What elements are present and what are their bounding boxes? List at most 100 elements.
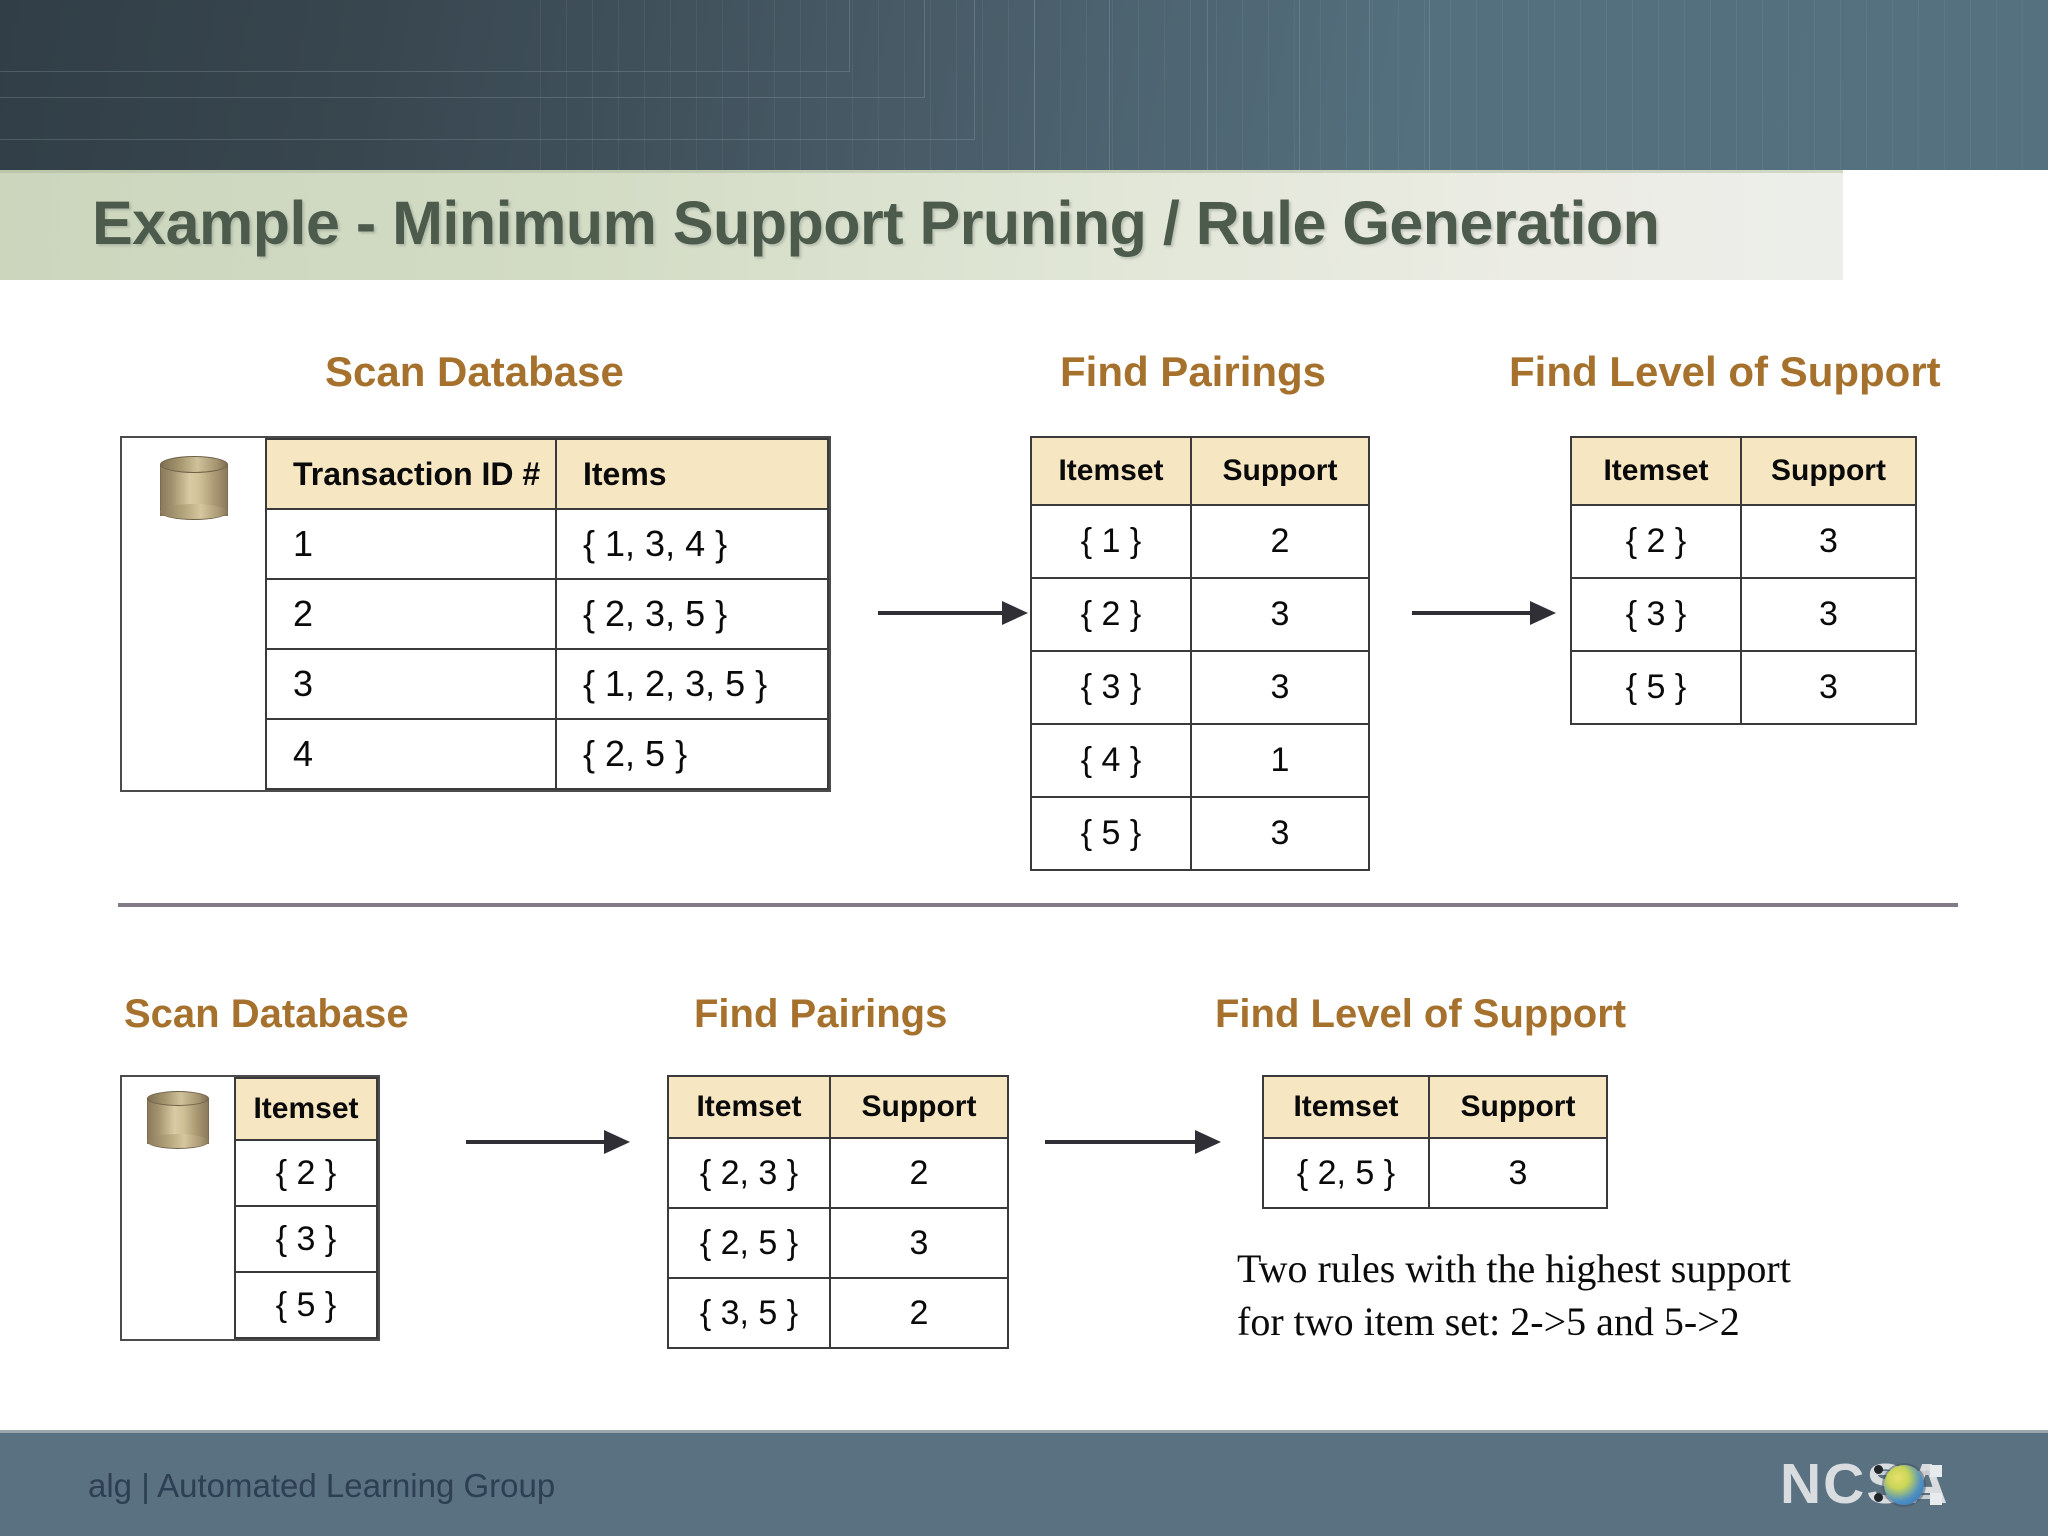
table-row: 3 { 1, 2, 3, 5 } [265,648,829,720]
table-row: { 2, 3 } 2 [667,1137,1009,1209]
cell-support: 2 [829,1277,1009,1349]
cell-itemset: { 2 } [1570,504,1742,579]
column-header-support: Support [829,1075,1009,1139]
table-row: { 2, 5 } 3 [1262,1137,1608,1209]
column-header-itemset: Itemset [1570,436,1742,506]
table-row: { 2 } [234,1139,378,1207]
cell-transaction-id: 1 [265,508,557,580]
cell-itemset: { 1 } [1030,504,1192,579]
ncsa-logo-text: NCSA [1780,1452,1950,1516]
table-row: { 1 } 2 [1030,504,1370,579]
table-row: { 2 } 3 [1570,504,1917,579]
cell-items: { 2, 3, 5 } [555,578,829,650]
cell-itemset: { 3 } [1570,577,1742,652]
table-row: { 3 } 3 [1030,650,1370,725]
cell-itemset: { 2 } [234,1139,378,1207]
table-row: { 3 } [234,1205,378,1273]
cell-support: 3 [1428,1137,1608,1209]
scan-database-frame-2: Itemset { 2 } { 3 } { 5 } [120,1075,380,1341]
database-icon-cell-1 [122,438,265,790]
cell-itemset: { 2, 5 } [1262,1137,1430,1209]
transactions-table: Transaction ID # Items 1 { 1, 3, 4 } 2 {… [265,438,829,790]
cell-support: 3 [1740,504,1917,579]
cell-itemset: { 5 } [234,1271,378,1339]
table-row: { 5 } 3 [1570,650,1917,725]
column-header-itemset: Itemset [1030,436,1192,506]
flow-arrow-4 [1045,1130,1223,1154]
itemset-table-2: Itemset { 2 } { 3 } { 5 } [234,1077,378,1339]
column-header-support: Support [1740,436,1917,506]
section-heading-find-pairings-2: Find Pairings [694,992,948,1036]
scan-database-frame-1: Transaction ID # Items 1 { 1, 3, 4 } 2 {… [120,436,831,792]
cell-itemset: { 2, 3 } [667,1137,831,1209]
footer-bar: alg | Automated Learning Group NCSA [0,1430,2048,1536]
cell-support: 1 [1190,723,1370,798]
table-header-row: Itemset Support [1262,1075,1608,1139]
scan-database-panel-1: Transaction ID # Items 1 { 1, 3, 4 } 2 {… [120,436,831,792]
table-row: { 2 } 3 [1030,577,1370,652]
table-row: { 5 } [234,1271,378,1339]
column-header-support: Support [1428,1075,1608,1139]
column-header-itemset: Itemset [667,1075,831,1139]
cell-itemset: { 4 } [1030,723,1192,798]
table-header-row: Itemset Support [1570,436,1917,506]
section-heading-find-pairings-1: Find Pairings [1060,348,1327,395]
cell-support: 3 [1740,650,1917,725]
flow-arrow-3 [466,1130,631,1154]
section-heading-find-level-of-support-2: Find Level of Support [1215,992,1627,1036]
table-header-row: Transaction ID # Items [265,438,829,510]
cell-itemset: { 2 } [1030,577,1192,652]
cell-itemset: { 5 } [1030,796,1192,871]
column-header-itemset: Itemset [1262,1075,1430,1139]
cell-items: { 2, 5 } [555,718,829,790]
flow-arrow-1 [878,601,1028,625]
section-heading-scan-database-2: Scan Database [124,992,409,1036]
table-row: { 4 } 1 [1030,723,1370,798]
cell-support: 3 [1190,577,1370,652]
top-banner-decoration [0,0,2048,170]
column-header-items: Items [555,438,829,510]
table-row: 1 { 1, 3, 4 } [265,508,829,580]
banner-nested-corners [0,0,2048,170]
column-header-support: Support [1190,436,1370,506]
table-row: { 3 } 3 [1570,577,1917,652]
banner-vertical-lines [540,0,2048,170]
cell-support: 3 [829,1207,1009,1279]
table-header-row: Itemset Support [1030,436,1370,506]
explanation-line-2: for two item set: 2->5 and 5->2 [1237,1299,1740,1345]
section-divider [118,903,1958,907]
cell-transaction-id: 4 [265,718,557,790]
title-band [0,170,1843,280]
database-icon-cell-2 [122,1077,234,1339]
table-row: 4 { 2, 5 } [265,718,829,790]
cell-support: 3 [1740,577,1917,652]
cell-itemset: { 5 } [1570,650,1742,725]
table-row: 2 { 2, 3, 5 } [265,578,829,650]
support-table-1: Itemset Support { 2 } 3 { 3 } 3 { 5 } 3 [1570,436,1917,725]
cell-support: 3 [1190,650,1370,725]
cell-transaction-id: 3 [265,648,557,720]
ncsa-globe-icon [1884,1465,1924,1505]
table-header-row: Itemset [234,1077,378,1141]
cell-support: 3 [1190,796,1370,871]
cell-items: { 1, 2, 3, 5 } [555,648,829,720]
cell-support: 2 [829,1137,1009,1209]
flow-arrow-2 [1412,601,1557,625]
cell-support: 2 [1190,504,1370,579]
cell-items: { 1, 3, 4 } [555,508,829,580]
table-row: { 5 } 3 [1030,796,1370,871]
cell-itemset: { 3, 5 } [667,1277,831,1349]
table-header-row: Itemset Support [667,1075,1009,1139]
explanation-text: Two rules with the highest support for t… [1237,1242,1917,1348]
pairings-table-2: Itemset Support { 2, 3 } 2 { 2, 5 } 3 { … [667,1075,1009,1349]
cell-itemset: { 3 } [1030,650,1192,725]
table-row: { 2, 5 } 3 [667,1207,1009,1279]
support-table-2: Itemset Support { 2, 5 } 3 [1262,1075,1608,1209]
cell-itemset: { 2, 5 } [667,1207,831,1279]
database-cylinder-icon [159,456,228,520]
ncsa-logo: NCSA [1780,1451,2000,1517]
database-cylinder-icon [147,1091,209,1149]
table-row: { 3, 5 } 2 [667,1277,1009,1349]
column-header-transaction-id: Transaction ID # [265,438,557,510]
